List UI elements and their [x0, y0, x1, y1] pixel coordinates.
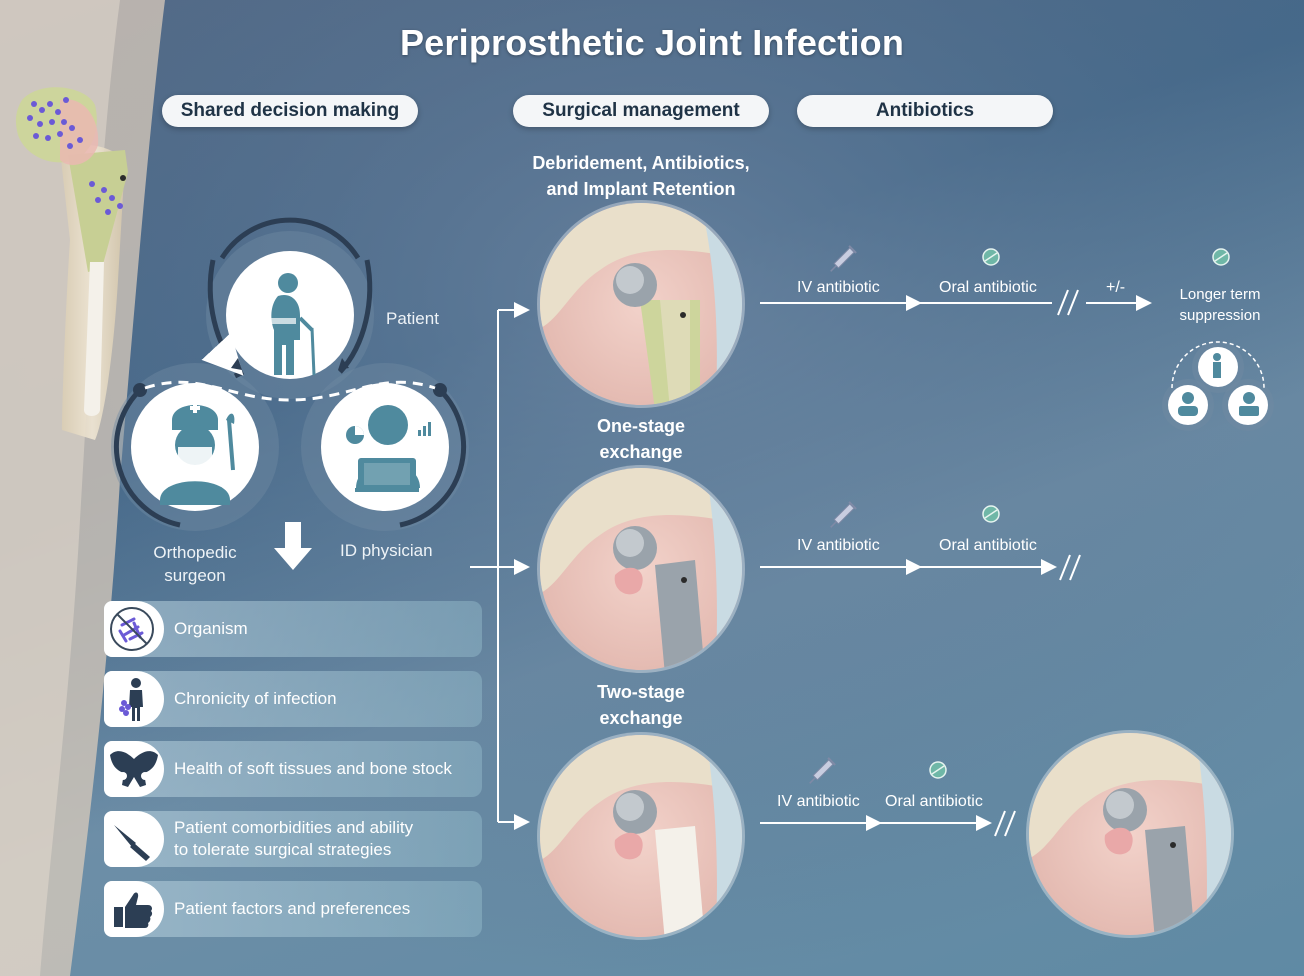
- strategy-title-line1: Two-stage: [541, 679, 741, 705]
- factor-label: Chronicity of infection: [174, 671, 337, 727]
- bacteria-icon: [104, 601, 164, 657]
- two-stage-oral-label: Oral antibiotic: [885, 793, 983, 811]
- one-stage-iv-label: IV antibiotic: [797, 537, 880, 555]
- page-title: Periprosthetic Joint Infection: [0, 22, 1304, 64]
- factor-chronicity: Chronicity of infection: [104, 671, 482, 727]
- suppression-label: Longer term suppression: [1160, 284, 1280, 326]
- strategy-title-one-stage: One-stage exchange: [541, 413, 741, 465]
- header-surgical-management: Surgical management: [513, 95, 769, 127]
- strategy-title-line2: and Implant Retention: [490, 176, 792, 202]
- strategy-title-line2: exchange: [541, 439, 741, 465]
- surgeon-label-line2: surgeon: [135, 564, 255, 587]
- strategy-title-two-stage: Two-stage exchange: [541, 679, 741, 731]
- suppression-line1: Longer term: [1160, 284, 1280, 305]
- factor-soft-tissue: Health of soft tissues and bone stock: [104, 741, 482, 797]
- factor-organism: Organism: [104, 601, 482, 657]
- surgeon-label: Orthopedic surgeon: [135, 541, 255, 587]
- id-physician-label: ID physician: [340, 541, 433, 561]
- header-shared-decision: Shared decision making: [162, 95, 418, 127]
- factor-label: Health of soft tissues and bone stock: [174, 741, 452, 797]
- dair-plusminus-label: +/-: [1106, 279, 1125, 297]
- scalpel-icon: [104, 811, 164, 867]
- pill-icon: [983, 506, 999, 522]
- pill-icon: [983, 249, 999, 265]
- one-stage-oral-label: Oral antibiotic: [939, 537, 1037, 555]
- factor-label: Patient comorbidities and ability to tol…: [174, 811, 413, 867]
- factor-preferences: Patient factors and preferences: [104, 881, 482, 937]
- two-stage-iv-label: IV antibiotic: [777, 793, 860, 811]
- strategy-title-line1: One-stage: [541, 413, 741, 439]
- strategy-title-line1: Debridement, Antibiotics,: [490, 150, 792, 176]
- header-antibiotics: Antibiotics: [797, 95, 1053, 127]
- factor-label: Organism: [174, 601, 248, 657]
- pill-icon: [1213, 249, 1229, 265]
- dair-oral-label: Oral antibiotic: [939, 279, 1037, 297]
- patient-infection-icon: [104, 671, 164, 727]
- factor-icon-box: [104, 811, 164, 867]
- dair-iv-label: IV antibiotic: [797, 279, 880, 297]
- factor-icon-box: [104, 881, 164, 937]
- pill-icon: [930, 762, 946, 778]
- factor-label: Patient factors and preferences: [174, 881, 410, 937]
- thumbs-up-icon: [104, 881, 164, 937]
- pelvis-icon: [104, 741, 164, 797]
- factor-icon-box: [104, 601, 164, 657]
- strategy-title-line2: exchange: [541, 705, 741, 731]
- factor-icon-box: [104, 671, 164, 727]
- factor-icon-box: [104, 741, 164, 797]
- patient-label: Patient: [386, 309, 439, 329]
- factor-comorbidities: Patient comorbidities and ability to tol…: [104, 811, 482, 867]
- surgeon-label-line1: Orthopedic: [135, 541, 255, 564]
- suppression-line2: suppression: [1160, 305, 1280, 326]
- strategy-title-dair: Debridement, Antibiotics, and Implant Re…: [490, 150, 792, 202]
